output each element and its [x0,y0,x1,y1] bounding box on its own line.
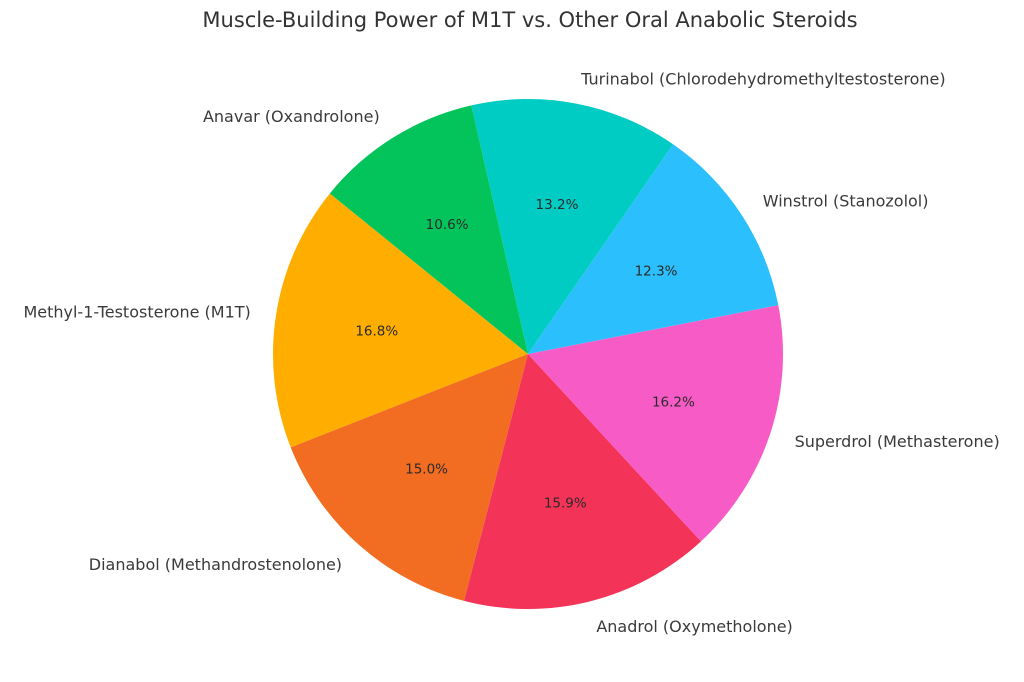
pie-slice-turinabol [471,98,674,354]
pct-label-turinabol: 13.2% [536,197,579,213]
pct-label-methyl-1-testosterone: 16.8% [355,324,398,340]
slice-label-methyl-1-testosterone: Methyl-1-Testosterone (M1T) [23,302,250,321]
pie-slice-winstrol [528,144,779,354]
pct-label-anadrol: 15.9% [544,495,587,511]
pie-slice-dianabol [290,354,528,601]
chart-title: Muscle-Building Power of M1T vs. Other O… [202,8,857,32]
slice-label-anavar: Anavar (Oxandrolone) [203,107,380,126]
slice-label-anadrol: Anadrol (Oxymetholone) [596,617,792,636]
pct-label-anavar: 10.6% [426,217,469,233]
slice-label-winstrol: Winstrol (Stanozolol) [763,191,929,210]
pie-slice-anadrol [464,354,701,609]
pie-slice-superdrol [528,305,783,542]
pie-slice-anavar [329,105,528,354]
pct-label-superdrol: 16.2% [652,395,695,411]
slice-label-turinabol: Turinabol (Chlorodehydromethyltestostero… [580,70,945,89]
percentage-labels: 16.8% 15.0% 15.9% 16.2% 12.3% 13.2% 10.6% [355,197,695,512]
pie-slices [272,98,783,609]
pct-label-winstrol: 12.3% [635,263,678,279]
slice-labels: Methyl-1-Testosterone (M1T) Dianabol (Met… [23,70,999,636]
pct-label-dianabol: 15.0% [405,462,448,478]
slice-label-dianabol: Dianabol (Methandrostenolone) [89,555,342,574]
slice-label-superdrol: Superdrol (Methasterone) [795,432,1000,451]
pie-slice-methyl-1-testosterone [272,193,528,448]
